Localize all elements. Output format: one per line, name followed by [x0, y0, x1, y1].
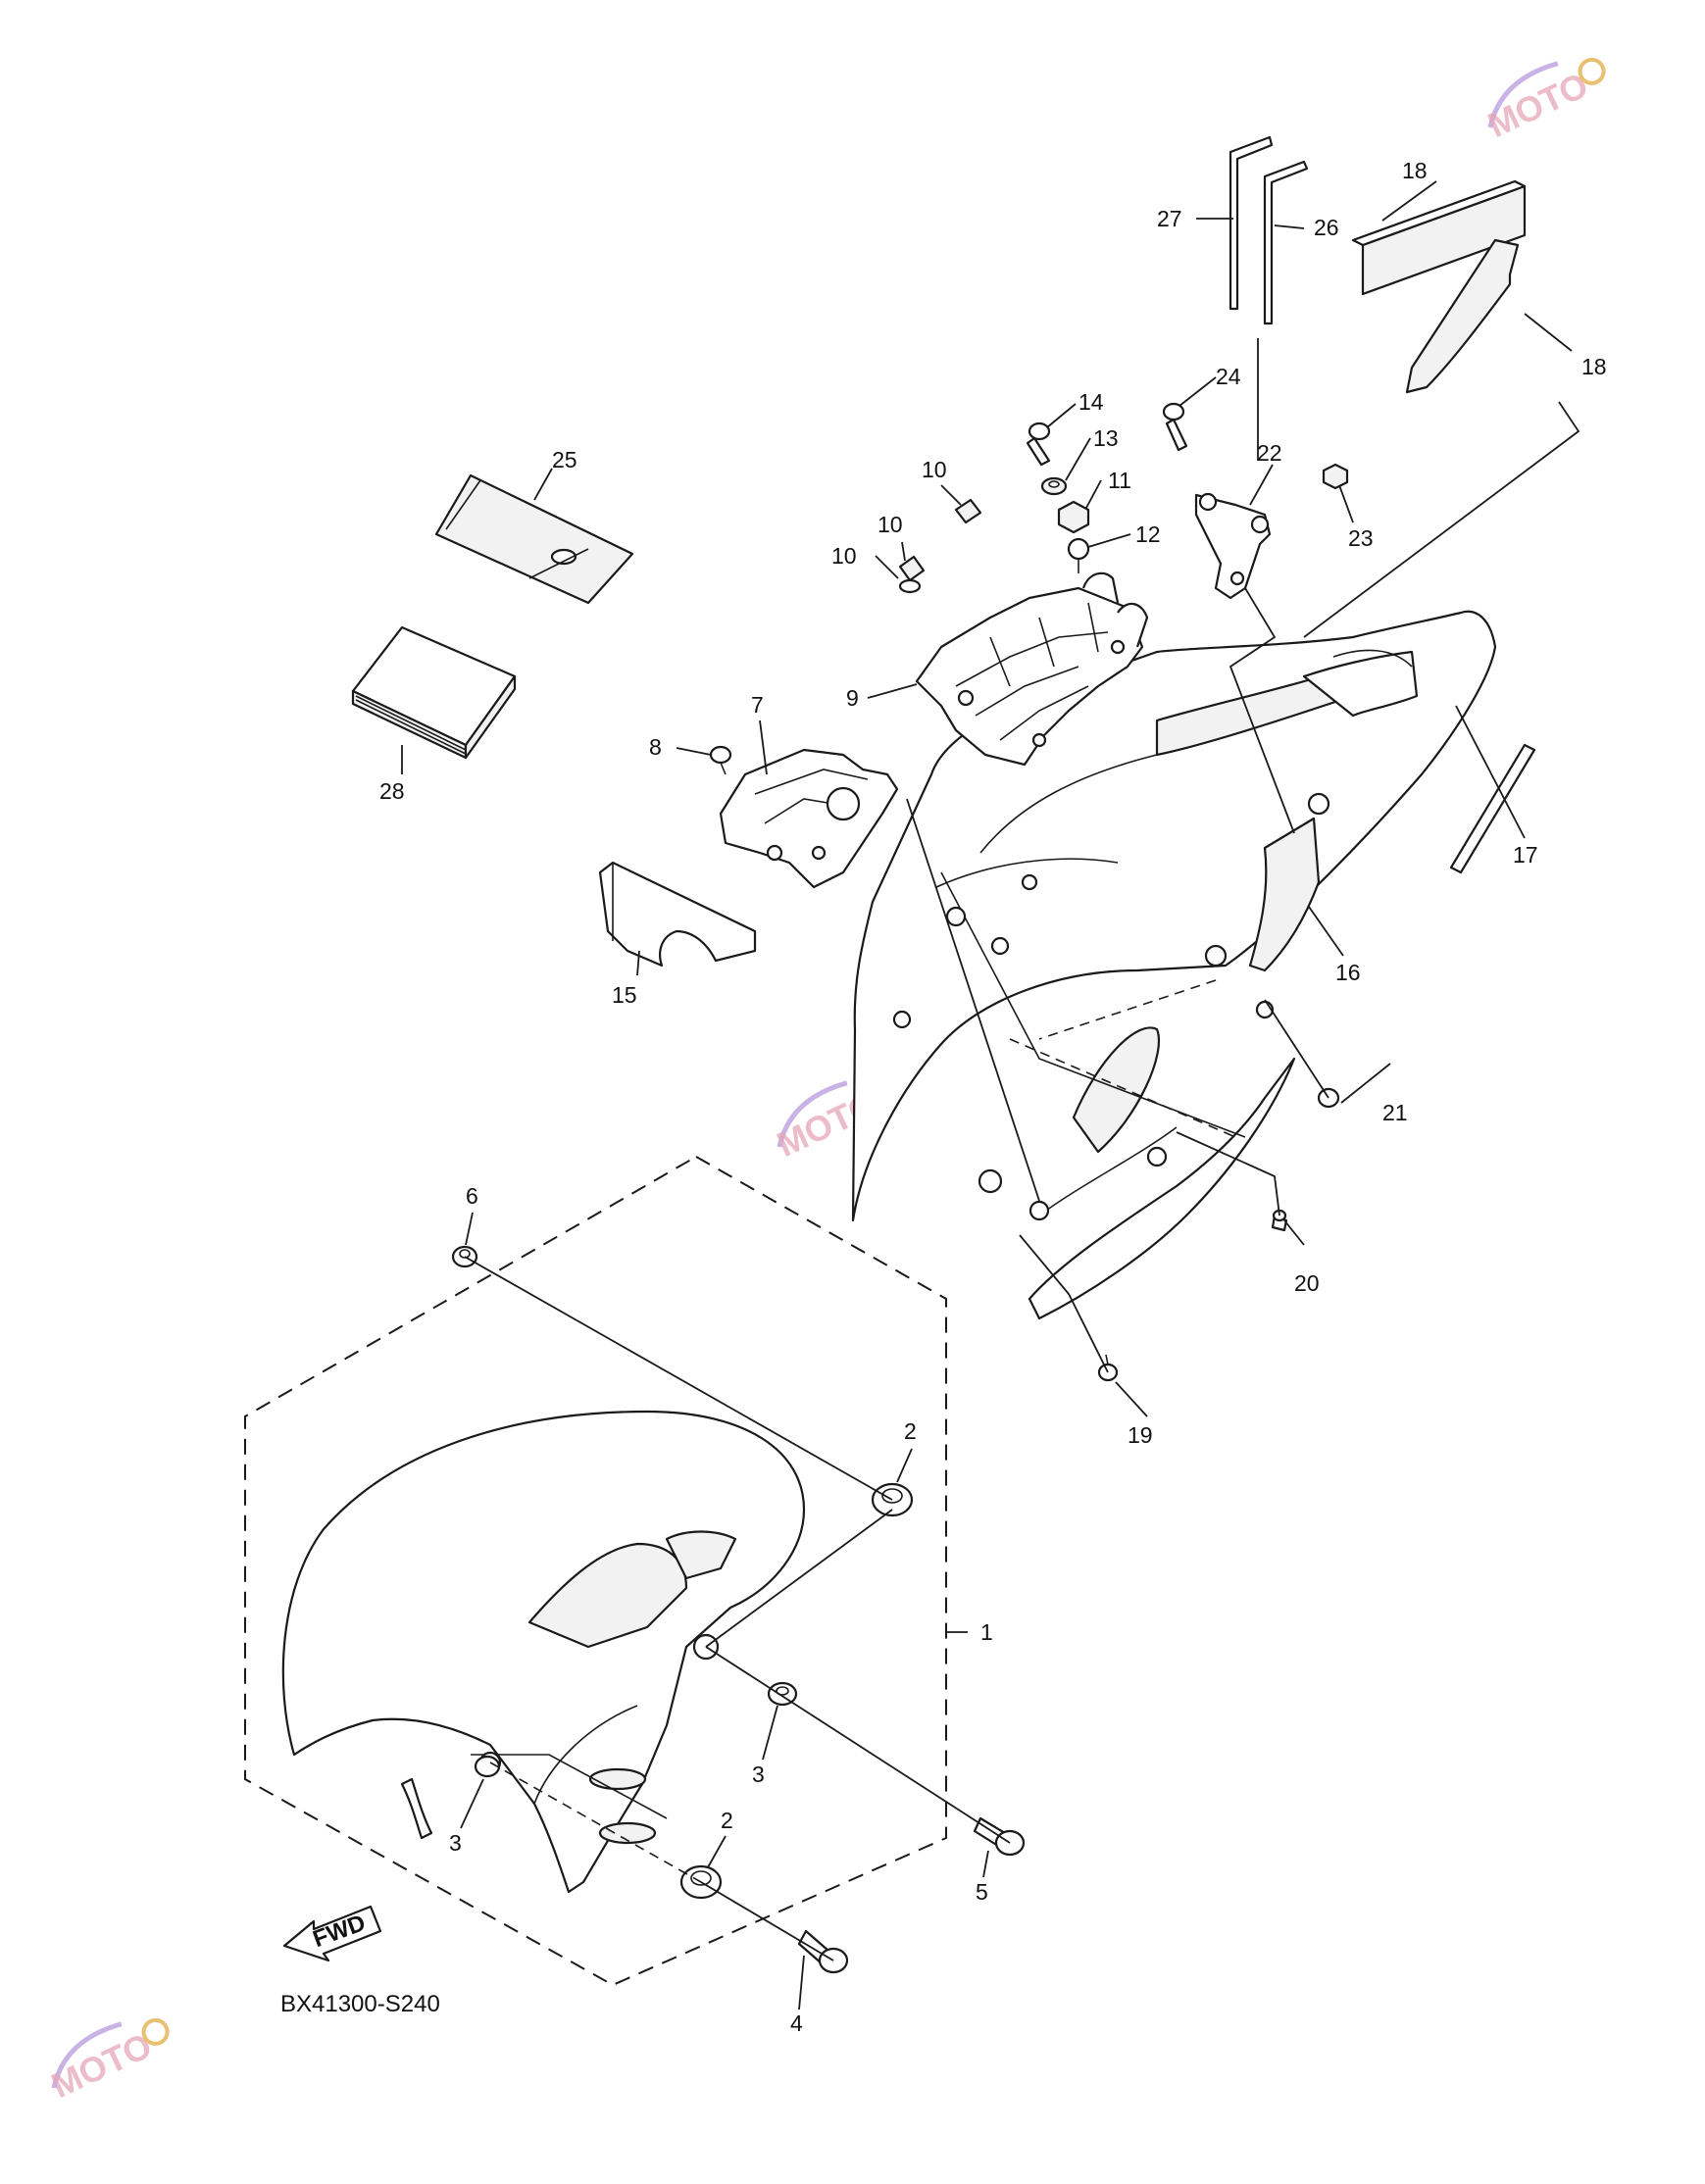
callout-25: 25 — [552, 447, 577, 472]
bag-25 — [434, 473, 634, 605]
nut-11 — [1057, 500, 1090, 534]
bracket-22 — [1194, 492, 1272, 600]
callout-14: 14 — [1078, 389, 1104, 415]
watermark-logo-top-right: MOTO — [1481, 57, 1606, 146]
assembly-group-outline — [244, 1155, 947, 1987]
callout-10-a: 10 — [922, 457, 947, 482]
callout-24: 24 — [1216, 364, 1241, 389]
callout-27: 27 — [1157, 206, 1182, 231]
svg-text:MOTO: MOTO — [45, 2025, 158, 2107]
mount-line-6-2 — [464, 1256, 893, 1501]
rear-mount-line-19 — [1019, 1234, 1109, 1373]
mount-line-2-4 — [700, 1881, 834, 1961]
washer-13 — [1040, 476, 1068, 496]
callout-1: 1 — [980, 1619, 993, 1645]
clip-10-a — [954, 498, 982, 524]
manual-28 — [351, 625, 517, 760]
damper-18-lower — [1405, 238, 1520, 394]
callout-19: 19 — [1128, 1422, 1153, 1448]
callout-2-upper: 2 — [904, 1418, 917, 1444]
callout-2-lower: 2 — [721, 1808, 733, 1833]
damper-18-upper — [1351, 179, 1527, 296]
callout-leaders — [401, 180, 1573, 2010]
strip-17 — [1449, 743, 1536, 874]
grommet-12 — [1067, 537, 1090, 573]
callout-10-b: 10 — [878, 512, 903, 537]
watermark-logo-bottom-left: MOTO — [45, 2017, 170, 2107]
callout-10-c: 10 — [831, 543, 857, 569]
clip-10-c — [898, 578, 922, 594]
clip-10-b — [898, 555, 926, 582]
callout-13: 13 — [1093, 425, 1119, 451]
rear-mount-line-16 — [1009, 1038, 1236, 1138]
callout-11: 11 — [1108, 468, 1131, 493]
rear-mount-line-9b — [1038, 979, 1217, 1040]
callout-23: 23 — [1348, 525, 1374, 551]
callout-5: 5 — [976, 1879, 988, 1905]
rear-mount-line-21 — [1264, 999, 1329, 1099]
cover-15 — [598, 861, 757, 968]
mount-line-center — [489, 1762, 702, 1883]
bolt-14 — [1026, 422, 1051, 467]
svg-text:MOTO: MOTO — [1481, 65, 1594, 146]
nut-23 — [1322, 463, 1349, 490]
fwd-arrow: FWD — [282, 1905, 382, 1962]
rear-mount-line-20 — [1176, 1131, 1280, 1216]
callout-8: 8 — [649, 734, 662, 760]
callout-3-right: 3 — [752, 1762, 765, 1787]
rear-mount-line-22 — [1229, 587, 1295, 834]
screw-8 — [709, 745, 732, 775]
callout-16: 16 — [1335, 960, 1361, 985]
callout-26: 26 — [1314, 215, 1339, 240]
callout-20: 20 — [1294, 1270, 1320, 1296]
callout-18-lower: 18 — [1581, 354, 1607, 379]
bracket-7 — [719, 748, 899, 889]
callout-15: 15 — [612, 982, 637, 1008]
callout-12: 12 — [1135, 521, 1161, 547]
mount-line-fender-5 — [705, 1646, 1011, 1844]
bolt-4 — [797, 1929, 849, 1974]
mount-line-2-fender — [705, 1509, 893, 1648]
side-cover-16 — [1248, 817, 1321, 972]
callout-28: 28 — [379, 778, 405, 804]
rear-mount-line-18 — [1303, 401, 1580, 638]
collar-3-left — [474, 1755, 501, 1778]
callout-4: 4 — [790, 2010, 803, 2036]
callout-17: 17 — [1513, 842, 1538, 868]
callout-9: 9 — [846, 685, 859, 711]
bolt-24 — [1162, 402, 1188, 452]
front-fender — [281, 1410, 806, 1894]
rod-27 — [1229, 135, 1274, 311]
rear-mount-line-9 — [906, 798, 1040, 1202]
callout-18-upper: 18 — [1402, 158, 1428, 183]
callout-7: 7 — [751, 692, 764, 718]
callout-22: 22 — [1257, 440, 1282, 466]
bracket-9 — [915, 571, 1149, 767]
rod-26 — [1263, 160, 1309, 325]
diagram-code: BX41300-S240 — [280, 1991, 440, 2017]
callout-21: 21 — [1382, 1100, 1408, 1125]
callout-3-left: 3 — [449, 1830, 462, 1856]
collar-3-right — [767, 1681, 798, 1707]
callout-6: 6 — [466, 1183, 478, 1209]
rear-fender-body — [851, 610, 1497, 1320]
